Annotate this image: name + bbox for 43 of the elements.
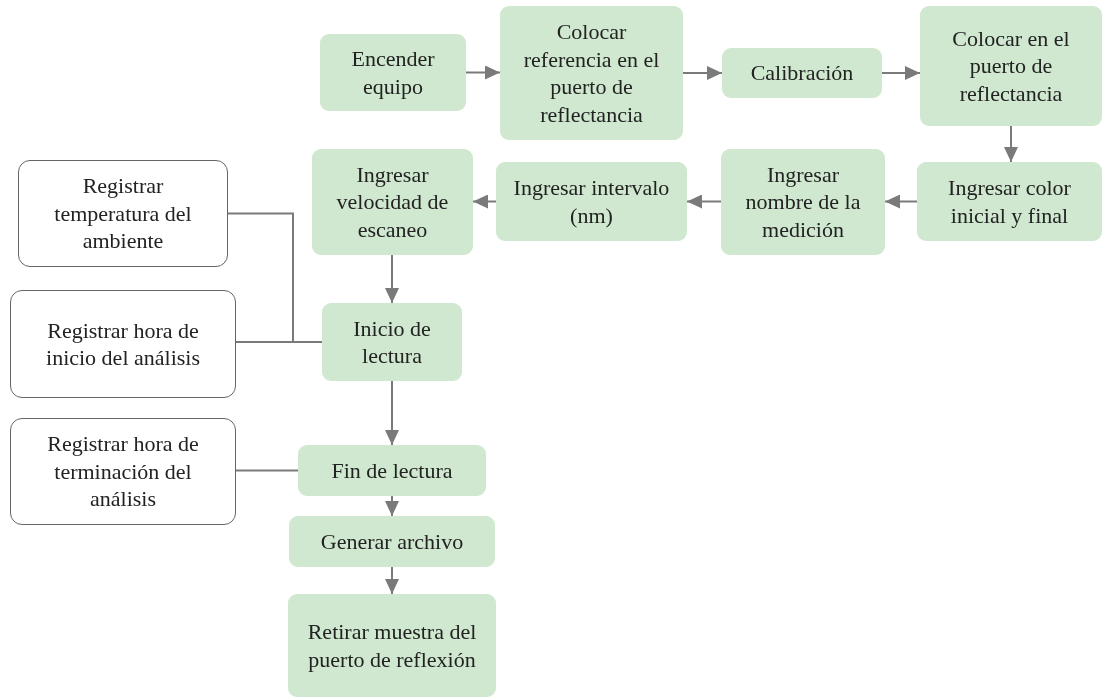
step-text: Ingresar color inicial y final: [947, 174, 1072, 229]
process-box: [289, 516, 495, 567]
step-text: Ingresar nombre de la medición: [744, 160, 862, 244]
step-text: Ingresar intervalo (nm): [512, 174, 671, 229]
step-text: Colocar en el puerto de reflectancia: [951, 24, 1071, 108]
step-text: Registrar temperatura del ambiente: [53, 172, 193, 255]
step-text: Retirar muestra del puerto de reflexión: [306, 618, 478, 673]
arrow: [385, 254, 399, 304]
step-text: Fin de lectura: [331, 456, 453, 485]
process-box: [917, 162, 1102, 241]
connector-line: [235, 341, 323, 343]
process-box: [298, 445, 486, 496]
arrow: [385, 380, 399, 446]
step-text: Calibración: [750, 59, 854, 87]
process-box: [920, 6, 1102, 126]
arrow: [465, 65, 501, 80]
note-box: [18, 160, 228, 267]
note-box: [10, 290, 236, 398]
process-box: [312, 149, 473, 255]
process-box: [322, 303, 462, 381]
connector-line: [235, 469, 299, 472]
note-box: [10, 418, 236, 525]
step-text: Registrar hora de terminación del análisis: [46, 430, 200, 513]
process-box: [496, 162, 687, 241]
step-text: Inicio de lectura: [352, 314, 432, 370]
arrow: [884, 194, 918, 209]
arrow: [686, 194, 722, 209]
process-box: [500, 6, 683, 140]
process-box: [722, 48, 882, 98]
arrow: [385, 566, 399, 595]
step-text: Encender equipo: [350, 45, 436, 100]
step-text: Registrar hora de inicio del análisis: [45, 316, 201, 372]
process-box: [320, 34, 466, 111]
step-text: Generar archivo: [320, 527, 464, 556]
arrow: [385, 495, 399, 517]
arrow: [682, 66, 723, 80]
arrow: [472, 194, 497, 209]
arrow: [1004, 125, 1018, 163]
process-box: [288, 594, 496, 697]
step-text: Colocar referencia en el puerto de reflectancia: [522, 18, 661, 128]
step-text: Ingresar velocidad de escaneo: [335, 160, 450, 244]
process-box: [721, 149, 885, 255]
arrow: [881, 66, 921, 80]
